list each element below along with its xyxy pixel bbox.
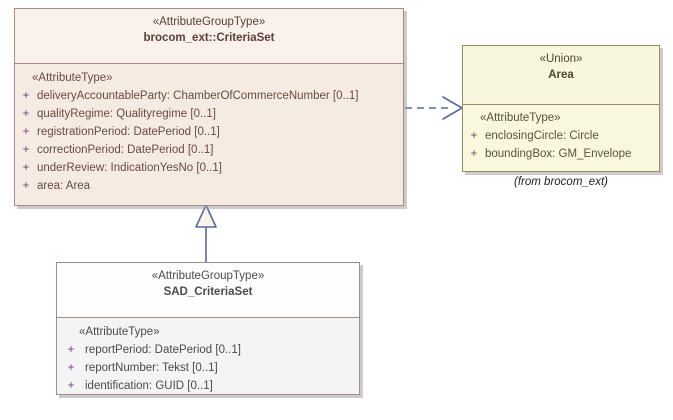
visibility-marker: + bbox=[470, 130, 478, 142]
attribute-row[interactable]: + area: Area bbox=[15, 177, 403, 195]
class-name: Area bbox=[548, 69, 574, 81]
class-attributes-compartment: «AttributeType» + deliveryAccountablePar… bbox=[15, 64, 403, 205]
visibility-marker: + bbox=[67, 362, 75, 374]
compartment-label: «AttributeType» bbox=[79, 326, 160, 338]
attribute-text: boundingBox: GM_Envelope bbox=[485, 148, 632, 160]
dependency-connector[interactable] bbox=[405, 96, 463, 120]
class-box-area[interactable]: «Union» Area «AttributeType» + enclosing… bbox=[462, 45, 660, 172]
attribute-row[interactable]: + identification: GUID [0..1] bbox=[57, 377, 359, 394]
class-attributes-compartment: «AttributeType» + reportPeriod: DatePeri… bbox=[57, 318, 359, 394]
visibility-marker: + bbox=[22, 108, 30, 120]
visibility-marker: + bbox=[22, 90, 30, 102]
attribute-text: reportPeriod: DatePeriod [0..1] bbox=[85, 344, 241, 356]
class-header-criteriaset: «AttributeGroupType» brocom_ext::Criteri… bbox=[15, 9, 403, 64]
visibility-marker: + bbox=[22, 144, 30, 156]
generalization-connector[interactable] bbox=[195, 204, 217, 262]
visibility-marker: + bbox=[67, 344, 75, 356]
attribute-row[interactable]: + correctionPeriod: DatePeriod [0..1] bbox=[15, 141, 403, 159]
attribute-text: deliveryAccountableParty: ChamberOfComme… bbox=[37, 90, 359, 102]
class-attributes-compartment: «AttributeType» + enclosingCircle: Circl… bbox=[463, 105, 659, 171]
attribute-row[interactable]: + enclosingCircle: Circle bbox=[463, 127, 659, 145]
attribute-text: enclosingCircle: Circle bbox=[485, 130, 599, 142]
attribute-row[interactable]: + underReview: IndicationYesNo [0..1] bbox=[15, 159, 403, 177]
attribute-text: registrationPeriod: DatePeriod [0..1] bbox=[37, 126, 220, 138]
attribute-row[interactable]: + boundingBox: GM_Envelope bbox=[463, 145, 659, 163]
class-header-area: «Union» Area bbox=[463, 46, 659, 105]
attribute-row[interactable]: + reportNumber: Tekst [0..1] bbox=[57, 359, 359, 377]
attribute-text: area: Area bbox=[37, 180, 91, 192]
attribute-row[interactable]: + qualityRegime: Qualityregime [0..1] bbox=[15, 105, 403, 123]
visibility-marker: + bbox=[22, 180, 30, 192]
attribute-text: correctionPeriod: DatePeriod [0..1] bbox=[37, 144, 214, 156]
class-box-criteriaset[interactable]: «AttributeGroupType» brocom_ext::Criteri… bbox=[14, 8, 404, 206]
compartment-label: «AttributeType» bbox=[480, 112, 561, 124]
package-origin-label: (from brocom_ext) bbox=[514, 176, 608, 188]
class-stereotype: «Union» bbox=[539, 53, 583, 65]
attribute-row[interactable]: + reportPeriod: DatePeriod [0..1] bbox=[57, 341, 359, 359]
attribute-text: underReview: IndicationYesNo [0..1] bbox=[37, 162, 222, 174]
visibility-marker: + bbox=[22, 126, 30, 138]
visibility-marker: + bbox=[470, 148, 478, 160]
attribute-text: qualityRegime: Qualityregime [0..1] bbox=[37, 108, 216, 120]
generalization-hollow-triangle bbox=[195, 204, 217, 228]
class-header-sad-criteriaset: «AttributeGroupType» SAD_CriteriaSet bbox=[57, 263, 359, 318]
class-stereotype: «AttributeGroupType» bbox=[152, 16, 266, 28]
visibility-marker: + bbox=[67, 380, 75, 392]
compartment-label: «AttributeType» bbox=[32, 72, 113, 84]
class-name: SAD_CriteriaSet bbox=[163, 286, 253, 298]
visibility-marker: + bbox=[22, 162, 30, 174]
dependency-open-arrowhead bbox=[442, 96, 463, 120]
attribute-row[interactable]: + registrationPeriod: DatePeriod [0..1] bbox=[15, 123, 403, 141]
attribute-text: identification: GUID [0..1] bbox=[85, 380, 213, 392]
class-box-sad-criteriaset[interactable]: «AttributeGroupType» SAD_CriteriaSet «At… bbox=[56, 262, 360, 395]
class-stereotype: «AttributeGroupType» bbox=[151, 270, 265, 282]
attribute-text: reportNumber: Tekst [0..1] bbox=[85, 362, 218, 374]
attribute-row[interactable]: + deliveryAccountableParty: ChamberOfCom… bbox=[15, 87, 403, 105]
class-name: brocom_ext::CriteriaSet bbox=[143, 32, 275, 44]
